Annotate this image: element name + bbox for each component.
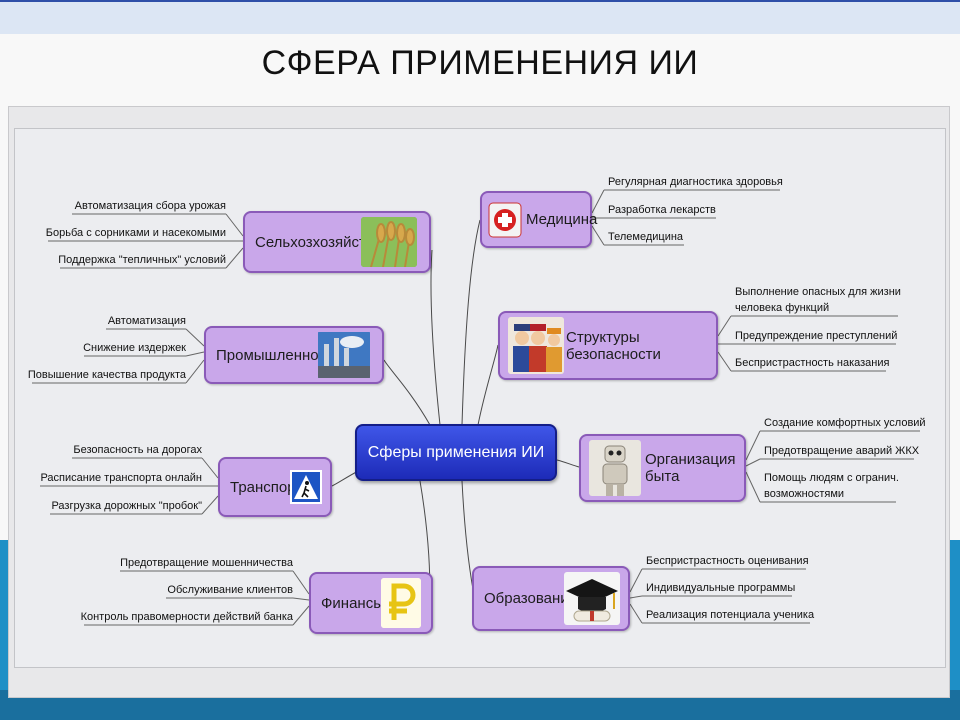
leaf-security-3: Предупреждение преступлений [735,330,898,342]
leaf-industry-3: Повышение качества продукта [27,369,186,381]
branch-household-label: Организация быта [645,451,736,485]
branch-security-label: Структуры безопасности [566,328,661,363]
leaf-education-3: Реализация потенциала ученика [646,609,815,621]
leaf-household-2: Предотвращение аварий ЖКХ [764,445,920,457]
leaf-medicine-3: Телемедицина [608,231,684,243]
slide-title: СФЕРА ПРИМЕНЕНИЯ ИИ [261,44,699,82]
branch-industry-label: Промышленность [216,346,341,364]
leaf-household-1: Создание комфортных условий [764,417,926,429]
leaf-agriculture-2: Борьба с сорниками и насекомыми [45,227,226,239]
leaf-security-1: Выполнение опасных для жизни [735,286,901,298]
branch-transport[interactable]: Транспорт [218,457,332,517]
top-bar [0,0,960,34]
branch-education-label: Образование [484,590,577,607]
center-node[interactable]: Сферы применения ИИ [355,424,557,481]
branch-industry[interactable]: Промышленность [204,326,384,384]
security-officers-icon [508,317,564,374]
leaf-industry-1: Автоматизация [107,315,186,327]
branch-medicine-label: Медицина [526,211,598,228]
leaf-transport-2: Расписание транспорта онлайн [40,472,202,484]
leaf-finance-2: Обслуживание клиентов [167,584,293,596]
wheat-icon [361,217,417,267]
leaf-education-2: Индивидуальные программы [646,582,796,594]
branch-transport-label: Транспорт [230,478,303,496]
branch-agriculture-label: Сельхозхозяйство [255,233,383,251]
leaf-agriculture-3: Поддержка "тепличных" условий [58,254,226,266]
factory-icon [316,332,372,378]
ruble-icon [381,578,421,628]
leaf-industry-2: Снижение издержек [83,342,186,354]
crosswalk-sign-icon [290,463,322,511]
leaf-security-2: человека функций [735,302,830,314]
leaf-finance-3: Контроль правомерности действий банка [80,611,293,623]
branch-household[interactable]: Организация быта [579,434,746,502]
red-cross-icon [488,197,522,242]
leaf-security-4: Беспристрастность наказания [735,357,890,369]
leaf-transport-1: Безопасность на дорогах [73,444,202,456]
branch-finance[interactable]: Финансы [309,572,433,634]
branch-education[interactable]: Образование [472,566,630,631]
leaf-medicine-1: Регулярная диагностика здоровья [608,176,783,188]
branch-agriculture[interactable]: Сельхозхозяйство [243,211,431,273]
leaf-agriculture-1: Автоматизация сбора урожая [74,200,226,212]
leaf-education-1: Беспристрастность оценивания [646,555,809,567]
branch-finance-label: Финансы [321,594,384,612]
branch-security[interactable]: Структуры безопасности [498,311,718,380]
leaf-medicine-2: Разработка лекарств [608,204,716,216]
leaf-transport-3: Разгрузка дорожных "пробок" [51,500,202,512]
leaf-finance-1: Предотвращение мошенничества [120,557,293,569]
branch-medicine[interactable]: Медицина [480,191,597,248]
leaf-household-3: Помощь людям с огранич. [764,472,899,484]
graduation-cap-icon [564,572,620,625]
robot-icon [589,440,641,496]
leaf-household-4: возможностями [764,488,845,500]
